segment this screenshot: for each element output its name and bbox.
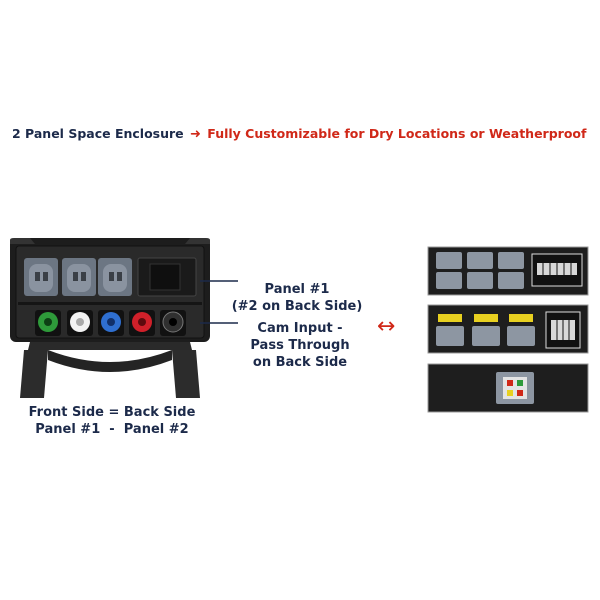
panel-option-2 [427, 304, 589, 354]
outlet-row [24, 257, 197, 297]
front-caption-line2: Panel #1 - Panel #2 [35, 422, 189, 437]
outlet-receptacle [98, 258, 132, 296]
cam-connector-blue [98, 310, 124, 336]
headline: 2 Panel Space Enclosure ➜ Fully Customiz… [12, 126, 600, 142]
cam-callout-line2: Pass Through [250, 338, 350, 353]
front-caption-line1: Front Side = Back Side [28, 405, 196, 420]
panel-option-3 [427, 363, 589, 413]
cam-connector-black [160, 310, 186, 336]
double-arrow-icon: ↔ [377, 314, 396, 339]
breaker-block [137, 257, 197, 297]
cam-callout-line3: on Back Side [252, 355, 348, 370]
cam-callout: Cam Input - Pass Through on Back Side [225, 320, 375, 371]
panel-option-1 [427, 246, 589, 296]
cam-connector-white [67, 310, 93, 336]
cam-callout-line1: Cam Input - [257, 321, 343, 336]
enclosure-stand [20, 342, 200, 398]
cam-connector-row [35, 310, 186, 336]
cam-connector-green [35, 310, 61, 336]
headline-left-text: 2 Panel Space Enclosure [12, 126, 184, 141]
panel-callout-line2: (#2 on Back Side) [231, 299, 363, 314]
right-arrow-icon: ➜ [190, 127, 201, 142]
headline-right-text: Fully Customizable for Dry Locations or … [207, 126, 587, 141]
front-back-caption: Front Side = Back Side Panel #1 - Panel … [12, 404, 212, 438]
panel-callout: Panel #1 (#2 on Back Side) [212, 281, 382, 315]
outlet-receptacle [24, 258, 58, 296]
cam-connector-red [129, 310, 155, 336]
panel-callout-line1: Panel #1 [264, 282, 330, 297]
outlet-receptacle [62, 258, 96, 296]
